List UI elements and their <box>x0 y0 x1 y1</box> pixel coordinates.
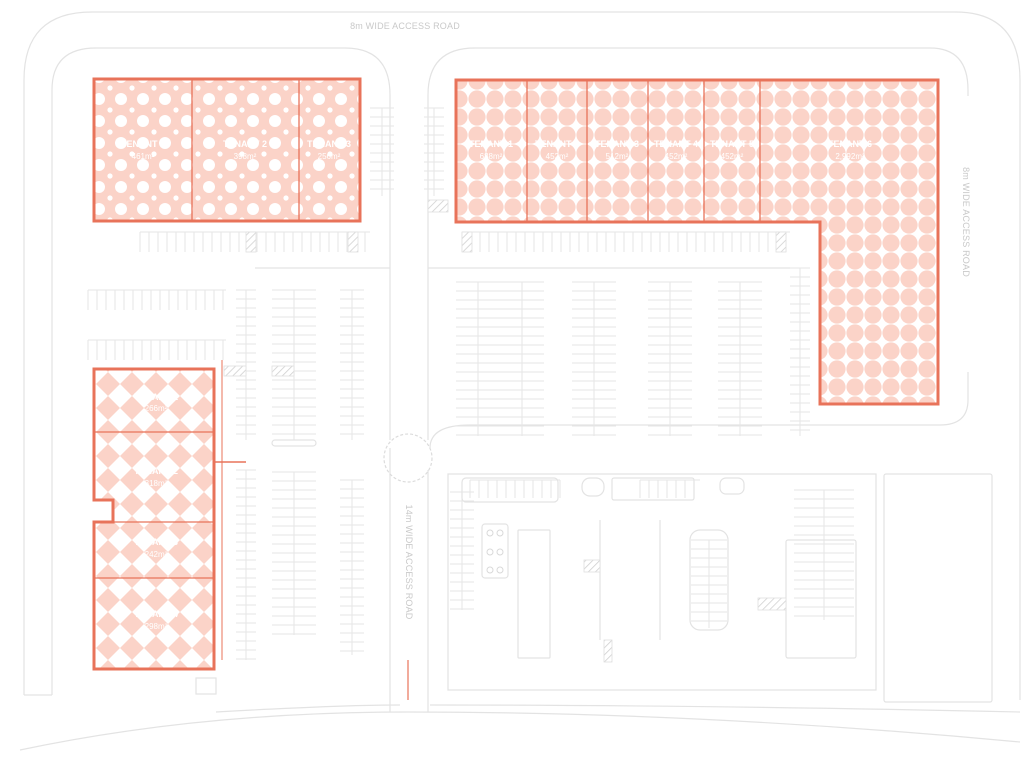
road-label-center: 14m WIDE ACCESS ROAD <box>404 504 414 619</box>
tenant-label: TENANT 4 452m² <box>654 139 698 161</box>
tenant-label: TENANT 2 398m² <box>223 139 267 161</box>
svg-text:512m²: 512m² <box>606 152 629 161</box>
svg-text:TENANT 5: TENANT 5 <box>710 139 754 149</box>
svg-text:TENANT 4: TENANT 4 <box>654 139 698 149</box>
lower-right-site <box>195 199 993 703</box>
svg-text:266m²: 266m² <box>145 404 168 413</box>
tenant-label: TENANT 1 266m² <box>134 392 178 413</box>
tenant-label: TENANT 3 256m² <box>307 139 351 161</box>
tenant-label: TENANT 5 452m² <box>710 139 754 161</box>
svg-text:TENANT 2: TENANT 2 <box>134 466 178 476</box>
svg-text:318m²: 318m² <box>145 479 168 488</box>
svg-text:TENANT 2: TENANT 2 <box>535 139 579 149</box>
svg-text:452m²: 452m² <box>721 152 744 161</box>
tenant-label: TENANT 6 2,992m² <box>828 139 872 161</box>
svg-text:TENANT 4: TENANT 4 <box>134 609 178 619</box>
parking-lots <box>87 107 854 660</box>
svg-text:461m²: 461m² <box>132 152 155 161</box>
tenant-label: TENANT 4 298m² <box>134 609 178 631</box>
svg-text:452m²: 452m² <box>546 152 569 161</box>
building-c: TENANT 1 266m² TENANT 2 318m² TENANT 3 2… <box>92 360 246 671</box>
svg-text:688m²: 688m² <box>480 152 503 161</box>
svg-text:452m²: 452m² <box>665 152 688 161</box>
svg-text:TENANT 3: TENANT 3 <box>307 139 351 149</box>
roundabout <box>383 433 433 483</box>
building-a-footprint <box>92 77 362 223</box>
road-label-right: 8m WIDE ACCESS ROAD <box>961 167 971 277</box>
tenant-label: TENANT 1 461m² <box>121 139 165 161</box>
road-label-top: 8m WIDE ACCESS ROAD <box>350 21 460 31</box>
svg-text:TENANT 2: TENANT 2 <box>223 139 267 149</box>
svg-text:242m²: 242m² <box>145 550 168 559</box>
building-b-footprint <box>454 78 940 406</box>
tenant-label: TENANT 2 452m² <box>535 139 579 161</box>
site-boundary <box>19 11 1021 751</box>
tenant-label: TENANT 1 688m² <box>469 139 513 161</box>
svg-text:TENANT 1: TENANT 1 <box>134 392 178 402</box>
svg-text:298m²: 298m² <box>145 622 168 631</box>
svg-text:TENANT 6: TENANT 6 <box>828 139 872 149</box>
svg-text:2,992m²: 2,992m² <box>835 152 865 161</box>
building-a: TENANT 1 461m² TENANT 2 398m² TENANT 3 2… <box>92 77 362 223</box>
tenant-label: TENANT 2 318m² <box>134 466 178 488</box>
svg-text:398m²: 398m² <box>234 152 257 161</box>
svg-text:TENANT 1: TENANT 1 <box>121 139 165 149</box>
svg-text:TENANT 3: TENANT 3 <box>595 139 639 149</box>
svg-text:TENANT 3: TENANT 3 <box>134 537 178 547</box>
building-b: TENANT 1 688m² TENANT 2 452m² TENANT 3 5… <box>454 78 940 406</box>
tenant-label: TENANT 3 512m² <box>595 139 639 161</box>
svg-text:TENANT 1: TENANT 1 <box>469 139 513 149</box>
tenant-label: TENANT 3 242m² <box>134 537 178 559</box>
svg-text:256m²: 256m² <box>318 152 341 161</box>
